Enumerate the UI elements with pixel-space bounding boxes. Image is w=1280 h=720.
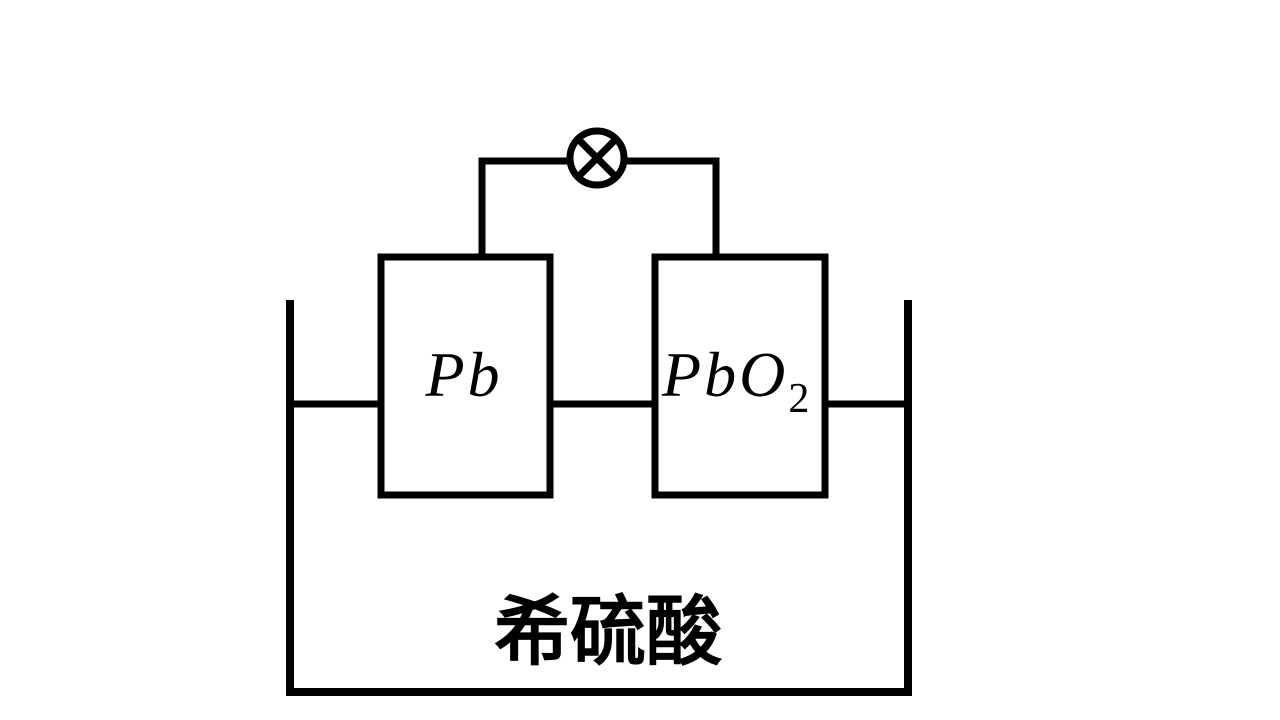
lamp-icon (566, 127, 628, 189)
lamp-cross-line-2 (575, 136, 619, 180)
electrode-right-label-subscript: 2 (788, 376, 809, 422)
electrode-right-label-main: PbO (661, 339, 788, 410)
beaker (286, 300, 912, 696)
beaker-outline (286, 300, 912, 696)
electrode-left-plate (377, 253, 554, 499)
electrode-left-label: Pb (424, 339, 502, 410)
electrode-right-label: PbO2 (661, 339, 809, 422)
electrode-right-plate (651, 253, 829, 499)
solution-label: 希硫酸 (494, 587, 723, 676)
